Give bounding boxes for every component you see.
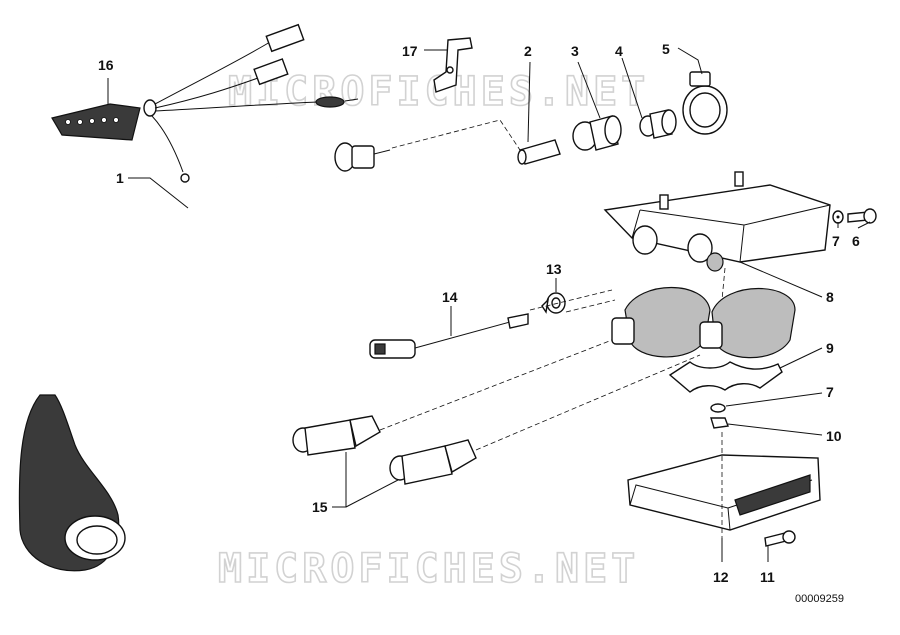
guide-line-plug-a-to-coil [379,339,613,431]
plug-connector-part-15-b[interactable] [389,439,477,485]
ignition-coil-right[interactable] [699,287,796,359]
callout-7-lower: 7 [826,384,834,400]
adapter-part-4[interactable] [639,109,677,139]
callout-17: 17 [402,43,418,59]
callout-8: 8 [826,289,834,305]
leader-lines [107,47,871,562]
screw-part-6[interactable] [847,208,877,224]
guide-line-cable-to-sleeve [391,119,521,151]
washer-part-7-lower[interactable] [710,403,726,413]
clamp-part-5[interactable] [682,71,728,135]
callout-3: 3 [571,43,579,59]
watermark-bottom: MICROFICHES.NET [218,546,639,592]
clip-part-13[interactable] [541,292,566,314]
screw-part-11[interactable] [764,530,796,547]
callout-7-upper: 7 [832,233,840,249]
washer-part-7-upper[interactable] [832,210,844,224]
nut-part-3[interactable] [572,115,622,151]
ignition-lead-part-14[interactable] [369,313,529,359]
reference-number: 00009259 [795,593,844,605]
watermark-top: MICROFICHES.NET [228,69,649,115]
callout-12: 12 [713,569,729,585]
guide-line-plug-b-to-coil [475,354,701,451]
bracket-part-17[interactable] [433,37,473,93]
callout-labels: 1 2 3 4 5 6 7 7 8 9 10 11 12 13 14 15 16… [98,41,860,585]
callout-10: 10 [826,428,842,444]
strap-part-9[interactable] [668,361,783,393]
callout-4: 4 [615,43,623,59]
callout-5: 5 [662,41,670,57]
ignition-coil-left[interactable] [611,286,711,358]
guide-line-lead-to-coil [529,289,613,311]
wiring-harness-part-16[interactable] [51,23,359,183]
callout-13: 13 [546,261,562,277]
callout-16: 16 [98,57,114,73]
callout-2: 2 [524,43,532,59]
callout-1: 1 [116,170,124,186]
coil-bracket-part-8[interactable] [603,171,831,272]
cable-assembly-part-1[interactable] [18,142,391,572]
nut-part-10[interactable] [710,417,729,429]
callout-14: 14 [442,289,458,305]
callout-15: 15 [312,499,328,515]
plug-connector-part-15-a[interactable] [292,415,381,456]
callout-11: 11 [760,569,775,585]
sleeve-part-2[interactable] [517,139,561,165]
callout-9: 9 [826,340,834,356]
guide-line-bracket-to-coil [721,267,726,301]
guide-line-clip-to-coil [565,299,616,313]
tray-part-12[interactable] [627,454,821,531]
callout-6: 6 [852,233,860,249]
